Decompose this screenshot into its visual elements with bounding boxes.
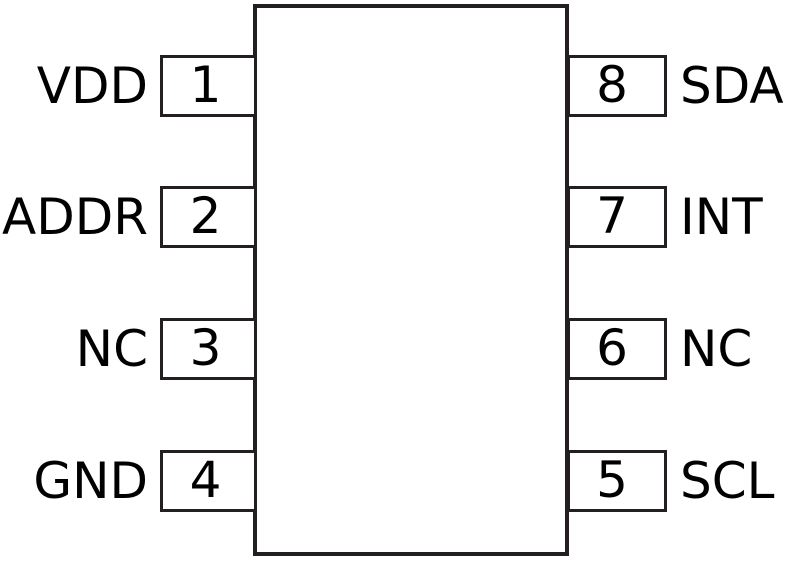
pin-box-7[interactable]: 7: [567, 186, 667, 248]
pin-box-2[interactable]: 2: [160, 186, 257, 248]
pin-label-scl: SCL: [680, 450, 775, 512]
pin-number-5: 5: [596, 451, 628, 509]
pin-label-text: GND: [33, 452, 148, 510]
pin-label-gnd: GND: [33, 450, 148, 512]
pin-label-text: INT: [680, 188, 763, 246]
pin-number-8: 8: [596, 56, 628, 114]
pin-label-text: SDA: [680, 57, 784, 115]
pin-number-4: 4: [189, 451, 222, 509]
pin-number-7: 7: [596, 187, 628, 245]
pin-box-8[interactable]: 8: [567, 55, 667, 117]
pin-label-text: NC: [75, 320, 148, 378]
pin-label-text: VDD: [36, 57, 148, 115]
pin-box-1[interactable]: 1: [160, 55, 257, 117]
pin-label-text: NC: [680, 320, 753, 378]
pin-box-6[interactable]: 6: [567, 318, 667, 380]
pin-box-3[interactable]: 3: [160, 318, 257, 380]
pin-label-nc-left: NC: [76, 318, 148, 380]
pin-number-3: 3: [189, 319, 222, 377]
pin-box-5[interactable]: 5: [567, 450, 667, 512]
ic-body-outline: [253, 4, 569, 556]
pin-label-int: INT: [680, 186, 763, 248]
pin-label-nc-right: NC: [680, 318, 752, 380]
pin-label-addr: ADDR: [2, 186, 148, 248]
pin-label-text: ADDR: [2, 188, 148, 246]
pin-label-text: SCL: [680, 452, 775, 510]
pin-number-1: 1: [189, 56, 222, 114]
pin-label-vdd: VDD: [37, 55, 148, 117]
pin-number-2: 2: [189, 187, 222, 245]
pin-number-6: 6: [596, 319, 628, 377]
pin-label-sda: SDA: [680, 55, 784, 117]
pin-box-4[interactable]: 4: [160, 450, 257, 512]
